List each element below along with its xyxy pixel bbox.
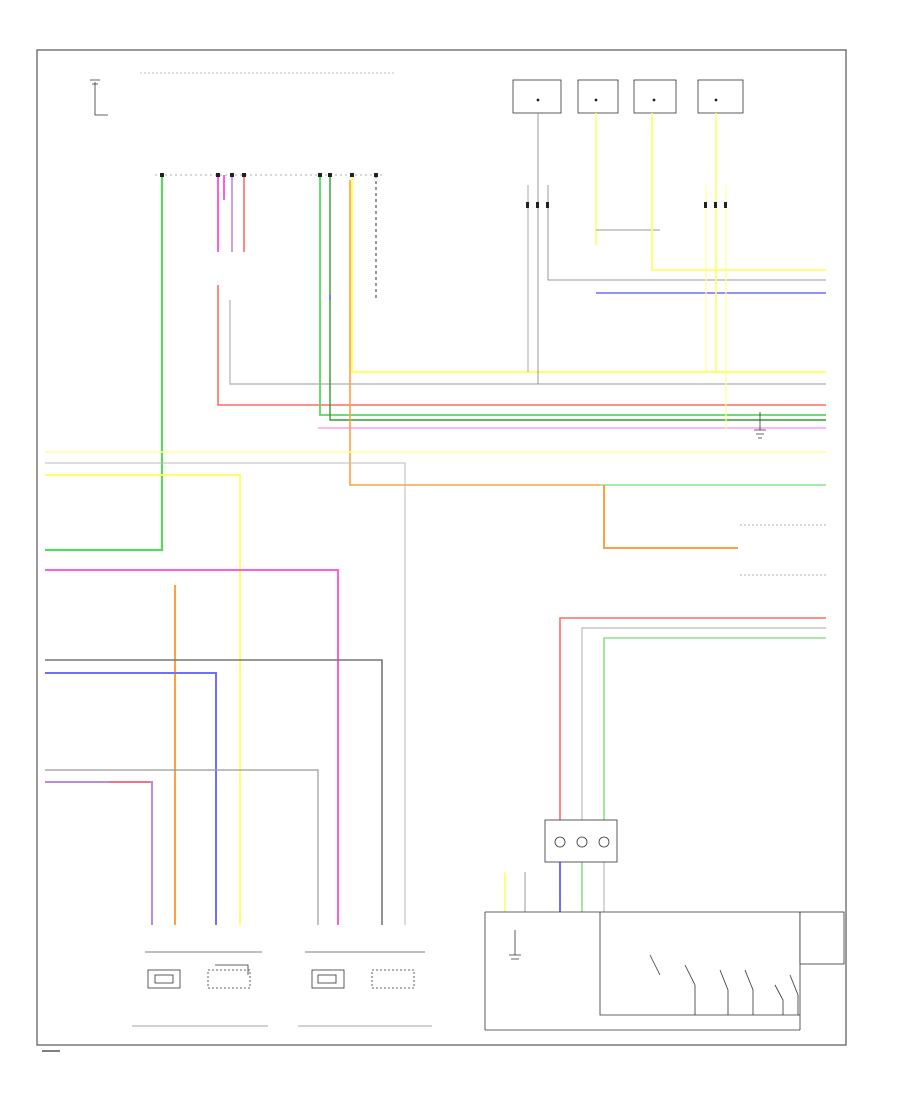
connector-pins-top: [160, 173, 378, 177]
right-front-door-speaker: [207, 964, 251, 989]
wire-gray-horizontal: [229, 300, 826, 385]
wire-orange-mid: [349, 180, 600, 486]
wire-blue-speaker: [45, 672, 217, 925]
wire-pink-speaker: [45, 569, 339, 925]
ground-symbol-bottom: [509, 930, 521, 960]
antenna-symbol: [90, 79, 108, 116]
diagram-frame: [36, 49, 847, 1046]
wire-violet-speaker: [45, 781, 153, 925]
left-front-tweeter: [311, 969, 345, 989]
speaker-bottom-lines: [132, 951, 432, 1027]
wire-gray2-speaker: [45, 769, 319, 925]
combination-meter-label-line: [740, 524, 826, 576]
ground-symbol-right: [754, 412, 766, 439]
switch-pins: [526, 202, 727, 208]
switch-box-3: [633, 79, 677, 114]
wire-green-mid-2: [329, 175, 826, 421]
left-front-door-speaker: [371, 969, 415, 989]
wire-green-left: [45, 175, 164, 552]
wire-green-mid: [319, 175, 826, 416]
wire-yellow-switch-3: [651, 113, 826, 271]
wire-gray-left: [45, 462, 406, 925]
wire-gray-speaker: [45, 659, 383, 925]
wire-gray-meter: [581, 627, 826, 820]
wire-orange-right: [603, 485, 738, 549]
audio-unit-connector: [140, 72, 395, 176]
switch-box-2: [577, 79, 619, 114]
switch-box-1: [512, 79, 562, 114]
switch-box-4: [697, 79, 744, 114]
wire-gray-switch-1c: [547, 185, 826, 281]
control-switch-block: [484, 911, 845, 1031]
wire-red-horizontal: [217, 285, 826, 406]
right-front-tweeter: [147, 969, 181, 989]
wire-green-meter: [603, 637, 826, 820]
wire-yellow-mid: [351, 175, 826, 373]
wire-yellow-left: [45, 474, 241, 925]
wire-red-meter: [559, 617, 826, 820]
combination-meter-connector: [544, 819, 618, 863]
